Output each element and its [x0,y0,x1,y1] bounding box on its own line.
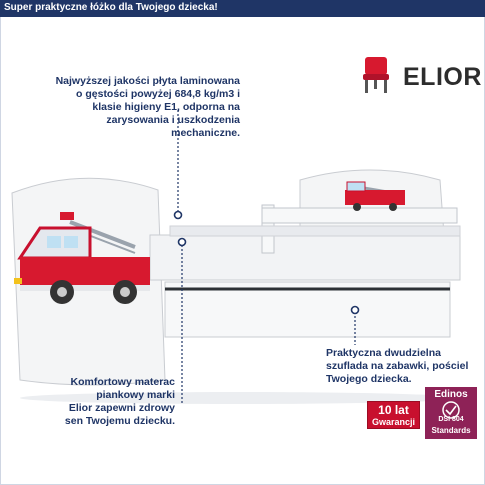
header-bar: Super praktyczne łóżko dla Twojego dziec… [0,0,485,17]
annotation-drawer-line: szuflada na zabawki, pościel [326,360,469,372]
fire-truck-large [14,212,150,304]
edinos-standards: Standards [431,426,471,435]
annotation-mattress-line: sen Twojemu dziecku. [64,415,175,427]
annotation-mattress-line: piankowy marki [96,389,175,401]
annotation-board-line: mechaniczne. [171,127,240,139]
annotation-board-line: Najwyższej jakości płyta laminowana [55,75,240,87]
annotation-board-line: o gęstości powyżej 684,8 kg/m3 i [76,88,240,100]
annotation-board-line: klasie higieny E1, odporna na [92,101,240,113]
annotation-drawer-line: Praktyczna dwudzielna [326,347,441,359]
annotation-board-line: zarysowania i uszkodzenia [106,114,240,126]
brand-name: ELIOR [403,63,482,91]
chair-icon [363,57,389,93]
brand-logo: ELIOR [355,55,481,95]
seal-icon [442,401,460,419]
warranty-years: 10 lat [378,403,409,417]
annotation-board: Najwyższej jakości płyta laminowana o gę… [22,75,240,140]
annotation-mattress-line: Elior zapewni zdrowy [68,402,175,414]
header-title: Super praktyczne łóżko dla Twojego dziec… [4,2,218,13]
warranty-label: Gwarancji [371,417,416,427]
annotation-mattress: Komfortowy materac piankowy marki Elior … [50,376,175,428]
edinos-title: Edinos [434,389,468,400]
edinos-code: DSI 804 [438,416,464,423]
fire-truck-small [345,181,405,211]
warranty-badge: 10 lat Gwarancji [367,401,420,429]
annotation-drawer-line: Twojego dziecka. [326,373,412,385]
annotation-drawer: Praktyczna dwudzielna szuflada na zabawk… [326,347,481,386]
annotation-mattress-line: Komfortowy materac [70,376,175,388]
edinos-badge: Edinos DSI 804 Standards [425,387,477,439]
